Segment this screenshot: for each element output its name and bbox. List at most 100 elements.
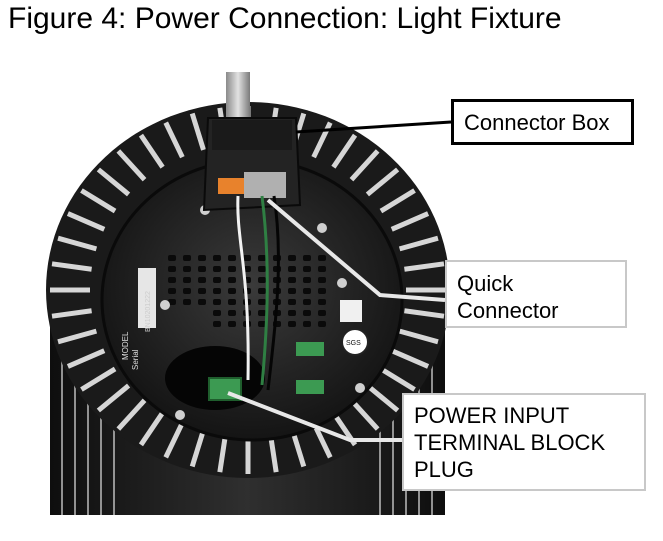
vent-slot <box>198 266 206 272</box>
callout-power-input: POWER INPUT TERMINAL BLOCK PLUG <box>402 393 646 491</box>
vent-slot <box>258 310 266 316</box>
model-label <box>138 268 156 328</box>
vent-slot <box>318 299 326 305</box>
leader-power-input <box>227 391 402 442</box>
vent-slot <box>183 299 191 305</box>
callout-quick-connector: Quick Connector <box>445 260 627 328</box>
vent-slot <box>258 255 266 261</box>
vent-slot <box>303 288 311 294</box>
vent-slot <box>228 310 236 316</box>
vent-slot <box>183 255 191 261</box>
vent-slot <box>168 277 176 283</box>
vent-slot <box>258 321 266 327</box>
radial-fin <box>57 235 98 252</box>
model-text: MODEL <box>121 331 130 360</box>
callout-quick-connector-line-1: Quick <box>457 271 514 296</box>
radial-fin <box>268 434 279 473</box>
callout-power-input-line-1: POWER INPUT <box>414 403 570 428</box>
page-title: Figure 4: Power Connection: Light Fixtur… <box>8 2 562 35</box>
vent-slot <box>258 266 266 272</box>
radial-fin <box>390 211 430 232</box>
vent-slot <box>258 288 266 294</box>
vent-slot <box>303 255 311 261</box>
radial-fin <box>96 383 131 413</box>
vent-slot <box>288 266 296 272</box>
radial-fin <box>290 429 307 468</box>
radial-fin <box>189 112 206 151</box>
vent-slot <box>288 277 296 283</box>
callout-connector-box: Connector Box <box>451 99 634 145</box>
vent-slot <box>258 299 266 305</box>
leader-connector-box <box>295 120 452 134</box>
quick-connector-clear <box>244 172 286 198</box>
callout-power-input-line-2: TERMINAL BLOCK <box>414 430 606 455</box>
vent-slot <box>228 266 236 272</box>
radial-fin <box>96 167 131 197</box>
vent-slot <box>213 299 221 305</box>
radial-fin <box>80 188 117 214</box>
radial-fin <box>390 348 430 369</box>
radial-fin <box>404 261 445 272</box>
vent-slot <box>288 321 296 327</box>
wire-green <box>260 195 269 386</box>
radial-fin <box>66 211 106 232</box>
vent-slot <box>213 266 221 272</box>
vent-slot <box>318 288 326 294</box>
radial-fin <box>311 121 333 159</box>
radial-fin <box>116 149 147 182</box>
vent-slot <box>183 288 191 294</box>
radial-fin <box>116 398 147 431</box>
qr-code <box>340 300 362 322</box>
wire-black <box>266 195 280 391</box>
radial-fin <box>138 133 165 169</box>
vent-slot <box>168 288 176 294</box>
radial-fin <box>189 429 206 468</box>
vent-slot <box>213 321 221 327</box>
terminal-small-2 <box>296 380 324 394</box>
vent-slot <box>198 277 206 283</box>
vent-slot <box>303 266 311 272</box>
radial-fin <box>379 366 416 392</box>
vent-slot <box>168 266 176 272</box>
connector-box-front <box>212 120 292 150</box>
vent-slot <box>213 288 221 294</box>
radial-fin <box>163 121 185 159</box>
vent-slot <box>228 299 236 305</box>
vent-slot <box>318 310 326 316</box>
vent-slot <box>198 288 206 294</box>
radial-fin <box>80 366 117 392</box>
vent-slot <box>228 321 236 327</box>
serial-number-text: BN10201222 <box>145 291 152 332</box>
vent-slot <box>288 299 296 305</box>
vent-slot <box>228 255 236 261</box>
radial-fin <box>398 328 439 345</box>
vent-slot <box>303 277 311 283</box>
radial-fin <box>138 411 165 447</box>
vent-slot <box>288 310 296 316</box>
vent-slot <box>288 288 296 294</box>
radial-fin <box>398 235 439 252</box>
vent-slot <box>168 255 176 261</box>
vent-slot <box>228 277 236 283</box>
radial-fin <box>349 149 380 182</box>
radial-fin <box>365 383 400 413</box>
radial-fin <box>51 261 92 272</box>
radial-fin <box>379 188 416 214</box>
vent-slot <box>183 266 191 272</box>
vent-slot <box>213 255 221 261</box>
radial-fin <box>217 434 228 473</box>
radial-fin <box>349 398 380 431</box>
vent-slot <box>213 310 221 316</box>
callout-power-input-line-3: PLUG <box>414 457 474 482</box>
vent-slot <box>318 255 326 261</box>
quick-connector-orange <box>218 178 244 194</box>
vent-slot <box>318 277 326 283</box>
vent-slot <box>318 266 326 272</box>
vent-slot <box>303 321 311 327</box>
vent-slot <box>198 299 206 305</box>
radial-fin <box>51 308 92 319</box>
wire-white <box>236 195 250 381</box>
vent-slot <box>318 321 326 327</box>
cert-text: SGS <box>346 340 361 347</box>
